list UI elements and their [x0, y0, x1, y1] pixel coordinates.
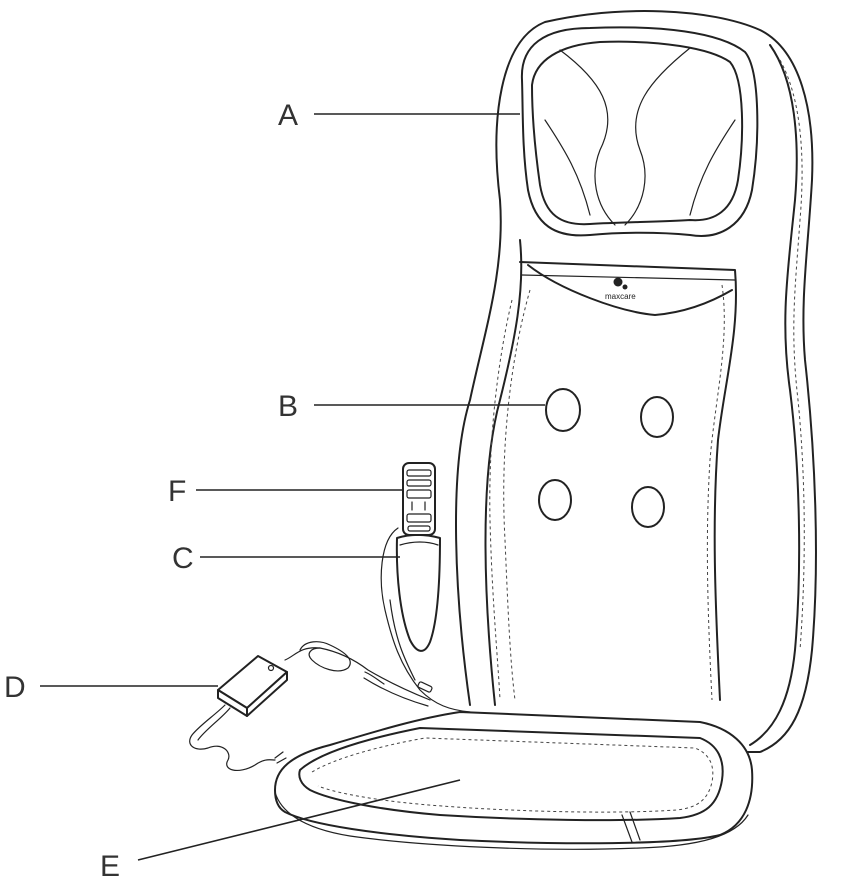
- leader-lines: [40, 113, 545, 861]
- massage-nodes: [538, 388, 674, 528]
- remote-pocket: [395, 534, 441, 652]
- leader-line-e: [137, 779, 461, 861]
- seat-cushion: [274, 711, 754, 850]
- remote-controller: [402, 462, 436, 536]
- brand-logo-text: maxcare: [605, 292, 636, 301]
- callout-labels: A B C D E F: [4, 99, 298, 883]
- backrest: maxcare: [455, 10, 817, 753]
- callout-label-d: D: [4, 671, 26, 704]
- callout-label-e: E: [100, 850, 120, 883]
- massage-node: [545, 388, 581, 432]
- callout-label-a: A: [278, 99, 298, 132]
- massage-node: [538, 479, 572, 521]
- massage-node: [640, 396, 674, 438]
- brand-logo: maxcare: [605, 277, 636, 301]
- callout-label-b: B: [278, 390, 298, 423]
- head-pillow: [520, 26, 759, 237]
- massage-node: [631, 486, 665, 528]
- callout-label-f: F: [168, 475, 186, 508]
- callout-label-c: C: [172, 542, 194, 575]
- power-cables: [284, 527, 471, 713]
- power-adapter: [189, 655, 288, 772]
